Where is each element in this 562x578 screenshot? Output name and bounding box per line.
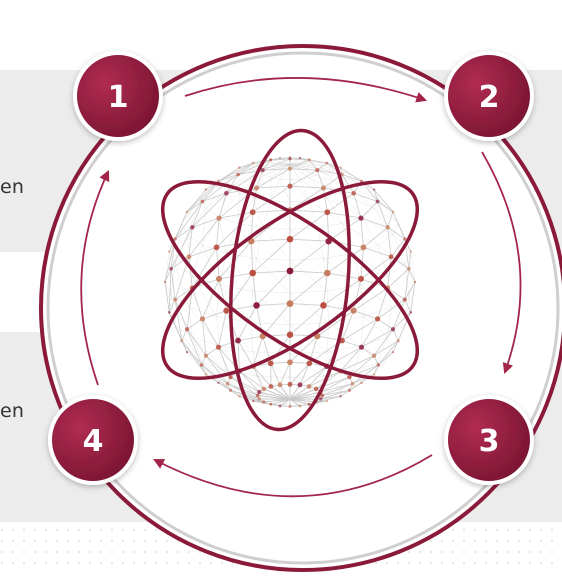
step-number-4: 4	[83, 424, 104, 459]
bottom-panel-text: en	[0, 400, 24, 422]
step-number-2: 2	[479, 80, 500, 115]
step-number-3: 3	[479, 424, 500, 459]
top-panel-text: en	[0, 176, 24, 198]
step-node-1[interactable]: 1	[75, 53, 161, 139]
step-node-3[interactable]: 3	[446, 397, 532, 483]
step-node-4[interactable]: 4	[50, 397, 136, 483]
step-number-1: 1	[108, 80, 129, 115]
step-node-2[interactable]: 2	[446, 53, 532, 139]
